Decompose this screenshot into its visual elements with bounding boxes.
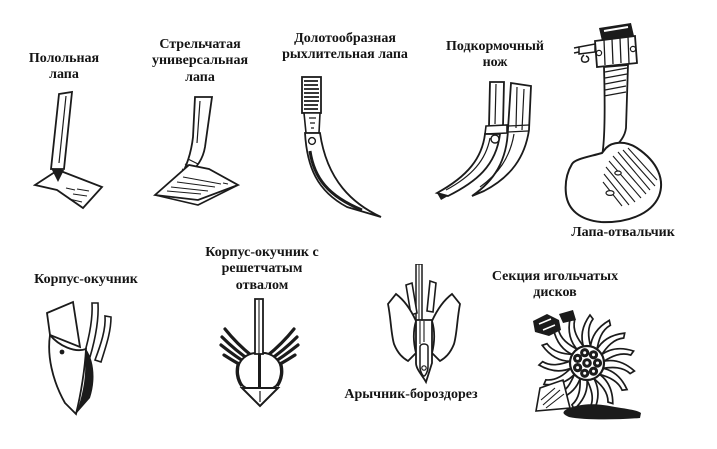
ditcher-furrow-cutter-illustration (387, 264, 461, 385)
universal-arrow-sweep-illustration (153, 96, 241, 206)
tool-label-feeding-knife: Подкормочный нож (446, 39, 544, 71)
tool-label-ditcher-furrow-cutter: Арычник-бороздорез (344, 387, 478, 402)
feeding-knife-illustration (434, 81, 532, 200)
weeding-sweep-illustration (33, 90, 104, 210)
tool-label-lattice-moldboard-hiller: Корпус-окучник с решетчатым отвалом (205, 245, 319, 293)
tool-label-chisel-loosening-tine: Долотообразная рыхлительная лапа (282, 31, 408, 63)
tool-label-weeding-sweep: Полольная лапа (28, 51, 100, 83)
tool-label-hiller-body: Корпус-окучник (34, 272, 138, 287)
moldboard-sweep-illustration (564, 23, 663, 224)
tool-label-universal-arrow-sweep: Стрельчатая универсальная лапа (151, 37, 249, 85)
hiller-body-illustration (46, 300, 112, 416)
chisel-loosening-tine-illustration (301, 76, 382, 218)
needle-disc-section-illustration (533, 310, 641, 420)
lattice-moldboard-hiller-illustration (219, 298, 300, 408)
tool-label-moldboard-sweep: Лапа-отвальчик (571, 225, 675, 240)
tool-label-needle-disc-section: Секция игольчатых дисков (491, 269, 619, 301)
